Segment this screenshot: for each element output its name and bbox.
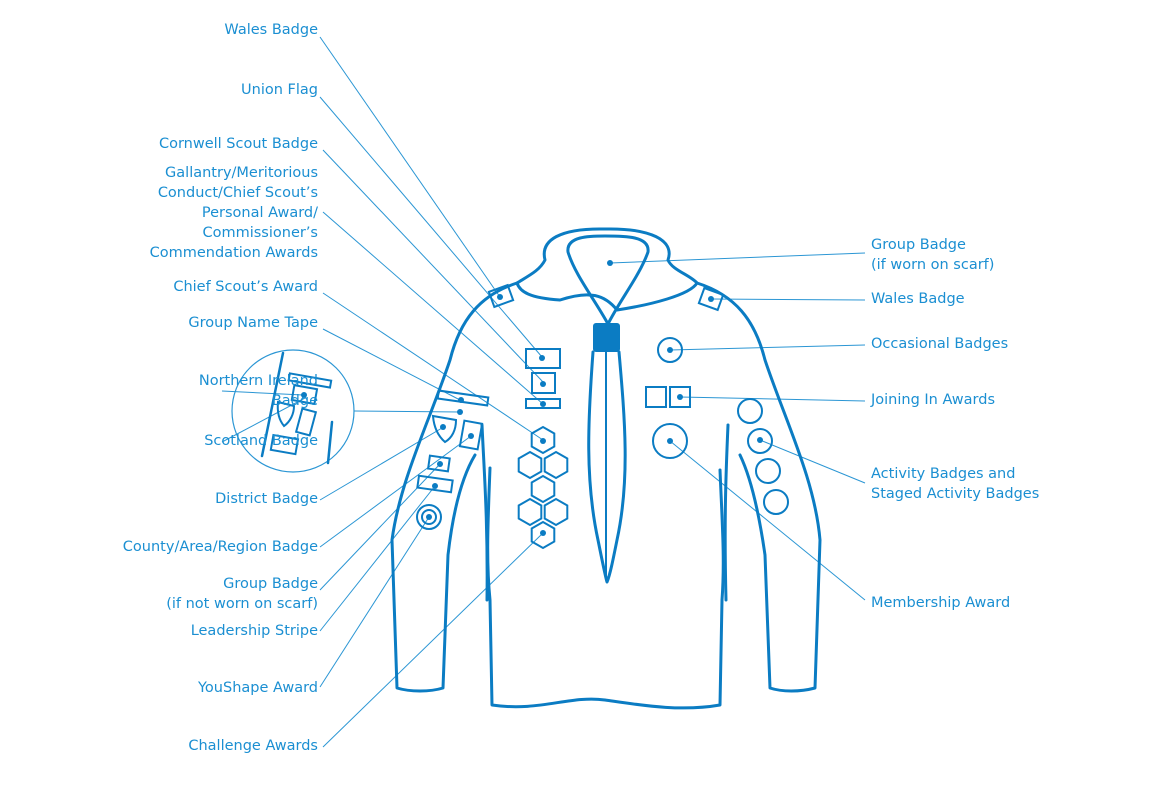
- label-line: Leadership Stripe: [190, 623, 318, 639]
- shirt-outline: [390, 227, 822, 710]
- left-label: County/Area/Region Badge: [123, 537, 318, 557]
- right-label: Joining In Awards: [871, 390, 995, 410]
- label-line: Conduct/Chief Scout’s: [157, 185, 318, 201]
- label-line: Membership Award: [871, 595, 1011, 611]
- label-line: Commissioner’s: [202, 225, 318, 241]
- left-label: Union Flag: [241, 80, 318, 100]
- label-line: Wales Badge: [871, 291, 965, 307]
- left-label: Group Name Tape: [188, 313, 318, 333]
- label-line: Joining In Awards: [871, 392, 996, 408]
- left-label: Scotland Badge: [204, 431, 318, 451]
- label-line: Group Badge: [871, 237, 966, 253]
- label-line: Staged Activity Badges: [871, 486, 1040, 502]
- label-line: Group Name Tape: [188, 315, 318, 331]
- label-line: Commendation Awards: [149, 245, 318, 261]
- hexagon-badge: [517, 450, 543, 480]
- right-label: Membership Award: [871, 593, 1010, 613]
- label-line: Personal Award/: [201, 205, 318, 221]
- label-line: Badge: [271, 393, 318, 409]
- hexagon-badge: [543, 497, 569, 527]
- label-line: Northern Ireland: [198, 373, 318, 389]
- inset-magnifier: [231, 349, 355, 473]
- right-label: Occasional Badges: [871, 334, 1008, 354]
- left-label: Cornwell Scout Badge: [159, 134, 318, 154]
- left-label: Wales Badge: [224, 20, 318, 40]
- left-label: District Badge: [215, 489, 318, 509]
- left-label: Challenge Awards: [188, 736, 318, 756]
- label-line: Group Badge: [223, 576, 318, 592]
- left-label: Leadership Stripe: [191, 621, 318, 641]
- leader-lines: [221, 36, 866, 748]
- left-label: Group Badge (if not worn on scarf): [166, 574, 318, 614]
- left-label: Chief Scout’s Award: [173, 277, 318, 297]
- label-line: Occasional Badges: [871, 336, 1009, 352]
- label-line: Scotland Badge: [204, 433, 318, 449]
- label-line: Cornwell Scout Badge: [158, 136, 318, 152]
- right-label: Group Badge (if worn on scarf): [871, 235, 994, 275]
- hexagon-badge: [517, 497, 543, 527]
- hexagon-badge: [530, 520, 556, 550]
- label-line: County/Area/Region Badge: [122, 539, 318, 555]
- hexagon-badge: [530, 425, 556, 455]
- label-line: Union Flag: [241, 82, 318, 98]
- label-line: (if not worn on scarf): [166, 596, 318, 612]
- hexagon-badge: [543, 450, 569, 480]
- label-line: (if worn on scarf): [871, 257, 995, 273]
- label-line: Wales Badge: [224, 22, 318, 38]
- label-line: Activity Badges and: [871, 466, 1016, 482]
- left-label: YouShape Award: [198, 678, 318, 698]
- label-line: YouShape Award: [198, 680, 318, 696]
- hexagon-badge: [530, 474, 556, 504]
- woggle: [593, 323, 620, 352]
- label-line: Challenge Awards: [188, 738, 318, 754]
- target-dots: [301, 260, 763, 536]
- label-line: District Badge: [215, 491, 318, 507]
- right-label: Wales Badge: [871, 289, 965, 309]
- label-line: Gallantry/Meritorious: [165, 165, 318, 181]
- label-line: Chief Scout’s Award: [173, 279, 318, 295]
- badges: [416, 283, 789, 550]
